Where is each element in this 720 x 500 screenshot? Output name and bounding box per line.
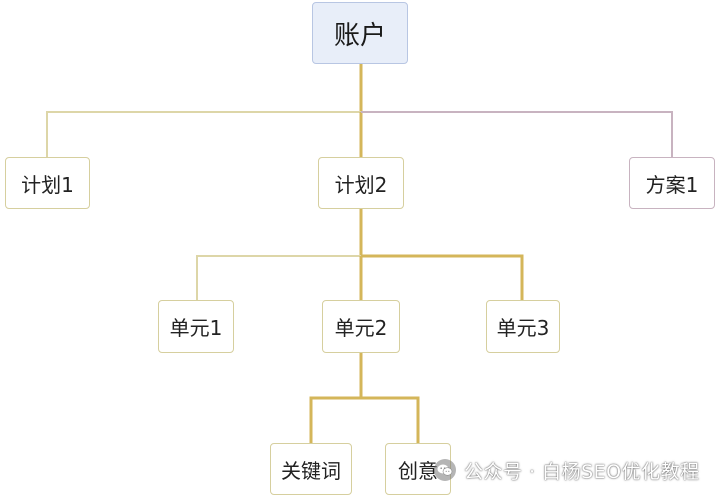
connector-root-to-plan1	[46, 111, 361, 157]
node-unit3-label: 单元3	[496, 316, 550, 340]
node-keyword: 关键词	[270, 443, 352, 495]
node-scheme1: 方案1	[629, 157, 715, 209]
node-plan2: 计划2	[318, 157, 404, 209]
node-plan1: 计划1	[5, 157, 90, 209]
connector-plan2-to-unit1	[196, 255, 361, 300]
connector-plan2-to-unit3	[361, 254, 524, 300]
node-unit2: 单元2	[322, 300, 400, 353]
node-unit2-label: 单元2	[334, 316, 388, 340]
connector-root-to-scheme1	[361, 111, 673, 157]
node-account: 账户	[312, 2, 408, 64]
watermark-text: 公众号 · 白杨SEO优化教程	[464, 460, 700, 483]
node-account-label: 账户	[333, 20, 386, 51]
connector-unit2-to-creative	[361, 396, 420, 443]
node-scheme1-label: 方案1	[645, 172, 699, 197]
connector-unit2-to-keyword	[309, 396, 361, 443]
node-creative-label: 创意	[398, 458, 438, 483]
watermark: 公众号 · 白杨SEO优化教程	[434, 456, 700, 484]
node-creative: 创意	[385, 443, 451, 495]
node-unit3: 单元3	[486, 300, 560, 353]
node-keyword-label: 关键词	[281, 458, 341, 483]
node-unit1: 单元1	[158, 300, 234, 353]
node-plan2-label: 计划2	[334, 172, 388, 197]
node-plan1-label: 计划1	[21, 172, 74, 197]
node-unit1-label: 单元1	[169, 316, 223, 340]
wechat-icon	[434, 459, 456, 481]
